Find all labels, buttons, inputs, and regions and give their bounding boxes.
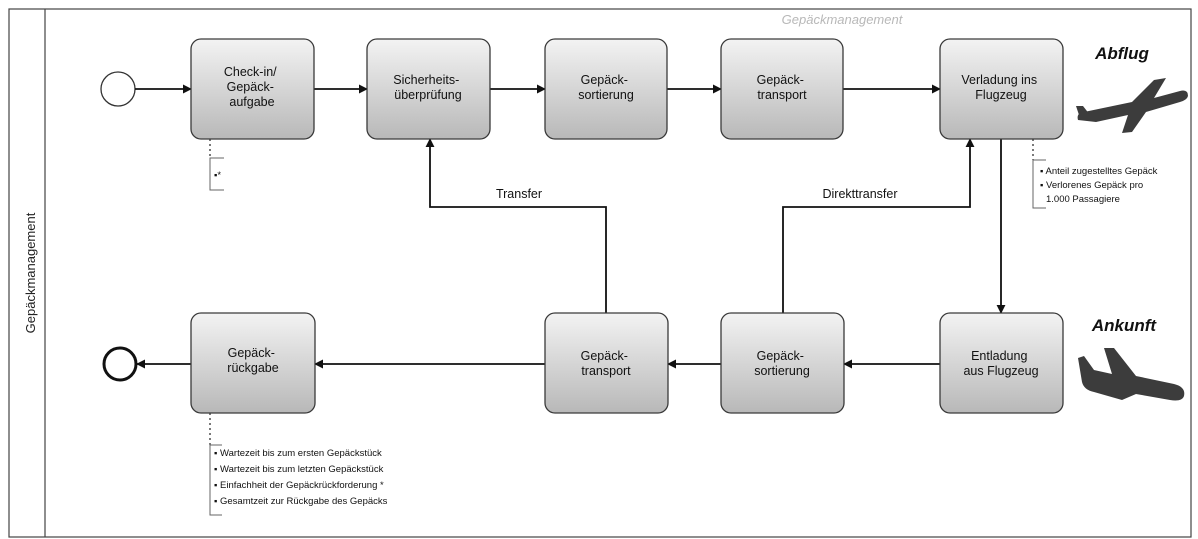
pool-watermark: Gepäckmanagement — [782, 12, 904, 27]
end-event — [102, 346, 138, 382]
flow-direct-transfer — [782, 138, 975, 313]
task-transport-bottom-label: Gepäck- transport — [581, 349, 632, 378]
task-loading: Verladung ins Flugzeug — [939, 38, 1064, 140]
task-unloading-label: Entladung aus Flugzeug — [963, 349, 1038, 378]
task-reclaim-label: Gepäck- rückgabe — [227, 346, 278, 375]
annotation-checkin: ▪* — [209, 139, 224, 191]
task-sorting-top: Gepäck- sortierung — [544, 38, 668, 140]
task-transport-bottom: Gepäck- transport — [544, 312, 669, 414]
task-sorting-bottom: Gepäck- sortierung — [720, 312, 845, 414]
annotation-checkin-text: ▪* — [214, 170, 221, 181]
departure-heading: Abflug — [1094, 44, 1149, 63]
annotation-reclaim: ▪ Wartezeit bis zum ersten Gepäckstück ▪… — [209, 413, 388, 516]
lane-label: Gepäckmanagement — [23, 212, 38, 333]
annotation-loading: ▪ Anteil zugestelltes Gepäck ▪ Verlorene… — [1032, 139, 1160, 209]
task-loading-label: Verladung ins Flugzeug — [961, 73, 1040, 102]
pool-frame — [8, 8, 1192, 538]
sequence-flows — [135, 84, 1006, 369]
task-security-label: Sicherheits- überprüfung — [393, 73, 462, 102]
flow-transfer — [425, 138, 607, 313]
task-sorting-bottom-label: Gepäck- sortierung — [754, 349, 810, 378]
airplane-landing-icon — [1078, 348, 1185, 401]
annotation-reclaim-text: ▪ Wartezeit bis zum ersten Gepäckstück ▪… — [214, 448, 388, 507]
task-security-check: Sicherheits- überprüfung — [366, 38, 491, 140]
task-checkin: Check-in/ Gepäck- aufgabe — [190, 38, 315, 140]
task-sorting-top-label: Gepäck- sortierung — [578, 73, 634, 102]
task-transport-top-label: Gepäck- transport — [757, 73, 808, 102]
airplane-takeoff-icon — [1076, 78, 1188, 133]
task-transport-top: Gepäck- transport — [720, 38, 844, 140]
task-unloading: Entladung aus Flugzeug — [939, 312, 1064, 414]
direct-transfer-label: Direkttransfer — [822, 187, 897, 201]
task-checkin-label: Check-in/ Gepäck- aufgabe — [224, 65, 280, 109]
arrival-heading: Ankunft — [1091, 316, 1158, 335]
transfer-label: Transfer — [496, 187, 542, 201]
annotation-loading-text: ▪ Anteil zugestelltes Gepäck ▪ Verlorene… — [1040, 166, 1160, 205]
task-baggage-reclaim: Gepäck- rückgabe — [190, 312, 316, 414]
start-event — [100, 71, 136, 107]
